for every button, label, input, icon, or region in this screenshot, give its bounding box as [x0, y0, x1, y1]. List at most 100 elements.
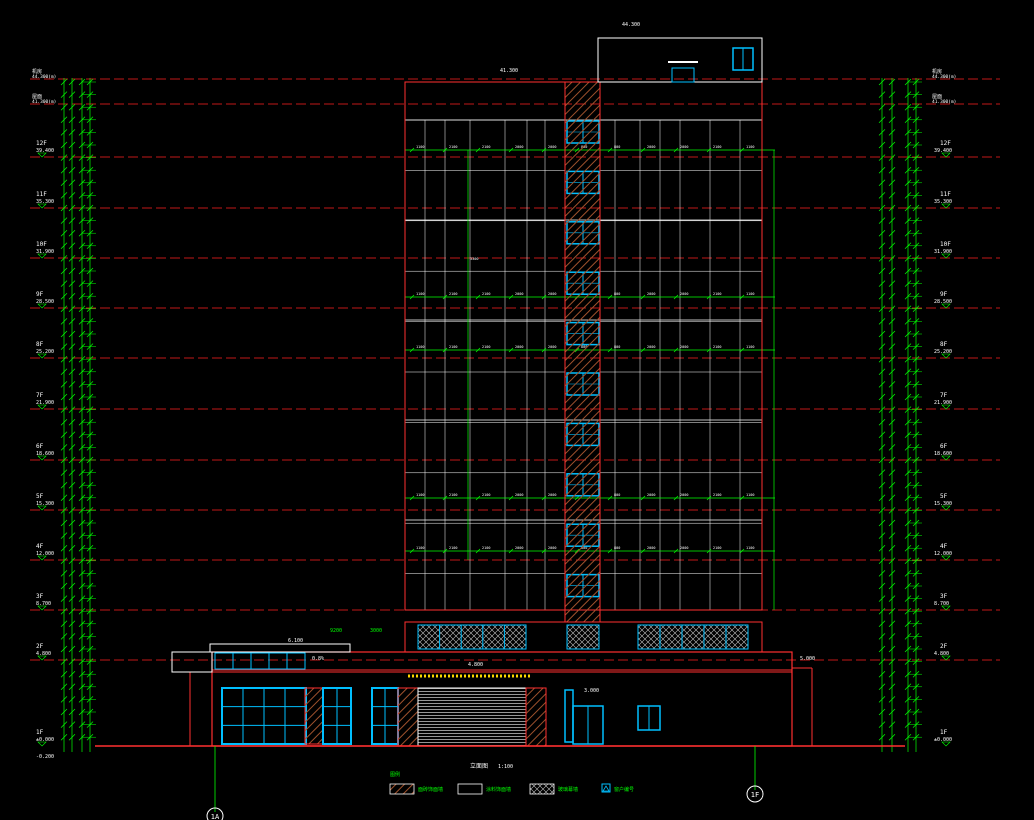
- dimension-tick: [68, 280, 76, 287]
- level-triangle: [37, 655, 47, 661]
- facade-dim-value: 800: [614, 292, 620, 296]
- dimension-tick: [888, 280, 896, 287]
- facade-dim-value: 2000: [680, 292, 688, 296]
- dimension-tick: [878, 469, 886, 476]
- floor-name: 6F: [36, 443, 44, 450]
- dimension-tick: [68, 519, 76, 527]
- dimension-tick: [878, 683, 886, 691]
- legend-label: 窗户编号: [614, 786, 634, 793]
- dimension-tick: [68, 91, 76, 98]
- facade-dim-value: 1100: [746, 145, 754, 149]
- dimension-tick: [878, 557, 886, 565]
- dimension-tick: [60, 116, 68, 124]
- dimension-tick: [878, 582, 886, 590]
- dimension-tick: [60, 355, 68, 363]
- dimension-tick: [888, 670, 896, 678]
- facade-dim-tick: [640, 294, 646, 300]
- dimension-tick: [68, 242, 76, 250]
- floor-elevation: 25.200: [934, 349, 952, 355]
- dimension-tick: [60, 708, 68, 716]
- facade-dim-value: 800: [614, 345, 620, 349]
- dimension-tick: [68, 418, 76, 426]
- facade-dim-tick: [475, 147, 481, 153]
- floor-elevation: 8.700: [36, 601, 51, 607]
- dimension-tick: [878, 242, 886, 250]
- facade-dim-value: 2100: [713, 292, 721, 296]
- facade-dim-value: 2000: [647, 493, 655, 497]
- floor-name: 1F: [36, 729, 44, 736]
- floor-elevation: ±0.000: [934, 737, 952, 743]
- left-dimension-chain: 机房44.300(m)屋面41.300(m)12F39.40011F35.300…: [32, 68, 96, 752]
- facade-dim-value: 2100: [449, 145, 457, 149]
- level-triangle: [37, 404, 47, 410]
- dimension-tick: [60, 507, 68, 514]
- dimension-tick: [888, 620, 896, 628]
- dimension-tick: [888, 469, 896, 476]
- dimension-tick: [888, 633, 896, 640]
- facade-dim-tick: [409, 347, 415, 353]
- floor-elevation: 35.300: [934, 199, 952, 205]
- dimension-tick: [878, 696, 886, 703]
- floor-elevation: 15.300: [934, 501, 952, 507]
- dimension-tick: [68, 444, 76, 451]
- dimension-tick: [60, 607, 68, 615]
- facade-dim-value: 2100: [713, 345, 721, 349]
- dimension-tick: [878, 343, 886, 350]
- dimension-tick: [888, 494, 896, 502]
- facade-dim-value: 1100: [746, 292, 754, 296]
- dimension-tick: [68, 292, 76, 300]
- level-triangle: [941, 404, 951, 410]
- floor-name: 11F: [36, 191, 47, 198]
- dimension-tick: [878, 532, 886, 539]
- dimension-tick: [60, 255, 68, 262]
- level-triangle: [37, 303, 47, 309]
- dimension-tick: [888, 544, 896, 552]
- dimension-tick: [888, 166, 896, 174]
- dimension-tick: [878, 393, 886, 401]
- dimension-tick: [60, 633, 68, 640]
- facade-dim-tick: [739, 548, 745, 554]
- dimension-tick: [60, 620, 68, 628]
- facade-dim-value: 800: [614, 145, 620, 149]
- dimension-tick: [888, 708, 896, 716]
- dimension-tick: [68, 318, 76, 325]
- floor-name: 3F: [940, 593, 948, 600]
- dimension-tick: [68, 368, 76, 376]
- dimension-tick: [878, 292, 886, 300]
- dimension-tick: [878, 544, 886, 552]
- story-height-label: 3300: [470, 257, 478, 261]
- floor-name: 4F: [36, 543, 44, 550]
- facade-dim-value: 2100: [482, 292, 490, 296]
- level-name: 机房: [932, 68, 942, 75]
- dimension-tick: [68, 255, 76, 262]
- floor-elevation: 12.000: [934, 551, 952, 557]
- facade-dim-value: 2000: [515, 145, 523, 149]
- facade-dim-tick: [442, 548, 448, 554]
- dimension-tick: [878, 406, 886, 413]
- dimension-tick: [68, 456, 76, 464]
- dimension-tick: [878, 507, 886, 514]
- floor-name: 10F: [940, 241, 951, 248]
- dimension-tick: [68, 696, 76, 703]
- level-name: 机房: [32, 68, 42, 75]
- legend-label: 涂料饰面墙: [486, 786, 511, 793]
- floor-name: 4F: [940, 543, 948, 550]
- facade-dim-value: 2100: [482, 546, 490, 550]
- facade-dim-tick: [508, 495, 514, 501]
- level-triangle: [941, 253, 951, 259]
- floor-elevation: 21.900: [36, 400, 54, 406]
- dimension-tick: [888, 267, 896, 275]
- facade-dim-value: 2000: [647, 345, 655, 349]
- facade-dim-value: 2000: [647, 292, 655, 296]
- dimension-tick: [878, 204, 886, 212]
- facade-dim-value: 2100: [713, 546, 721, 550]
- dimension-tick: [888, 192, 896, 199]
- floor-name: 7F: [940, 392, 948, 399]
- legend-swatch: [601, 783, 611, 793]
- dimension-tick: [888, 406, 896, 413]
- facade-dim-tick: [640, 495, 646, 501]
- dimension-tick: [888, 318, 896, 325]
- dimension-tick: [878, 318, 886, 325]
- facade-dim-tick: [607, 495, 613, 501]
- dimension-tick: [888, 154, 896, 161]
